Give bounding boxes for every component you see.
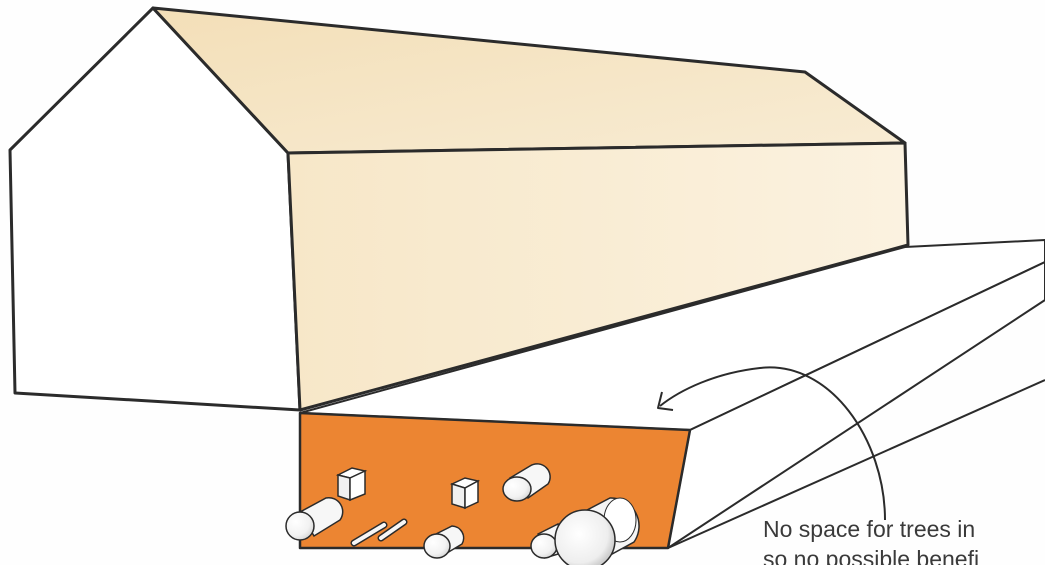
duct-box (335, 467, 368, 502)
side-wall (286, 141, 910, 412)
cable (377, 518, 408, 542)
callout-line-1: No space for trees in (763, 516, 976, 542)
arrow-head (657, 391, 674, 411)
large-pipe (554, 497, 640, 565)
curved-arrow-icon (659, 366, 886, 521)
callout-line-2: so no possible benefi (763, 546, 980, 565)
roof-plane (151, 6, 907, 155)
cable (350, 521, 388, 547)
pipe (502, 463, 551, 502)
pipe (423, 525, 465, 559)
callout-text: No space for trees in so no possible ben… (763, 514, 979, 565)
duct-box (449, 477, 481, 510)
trench-side-edge (667, 379, 1045, 549)
pipe (285, 496, 344, 541)
